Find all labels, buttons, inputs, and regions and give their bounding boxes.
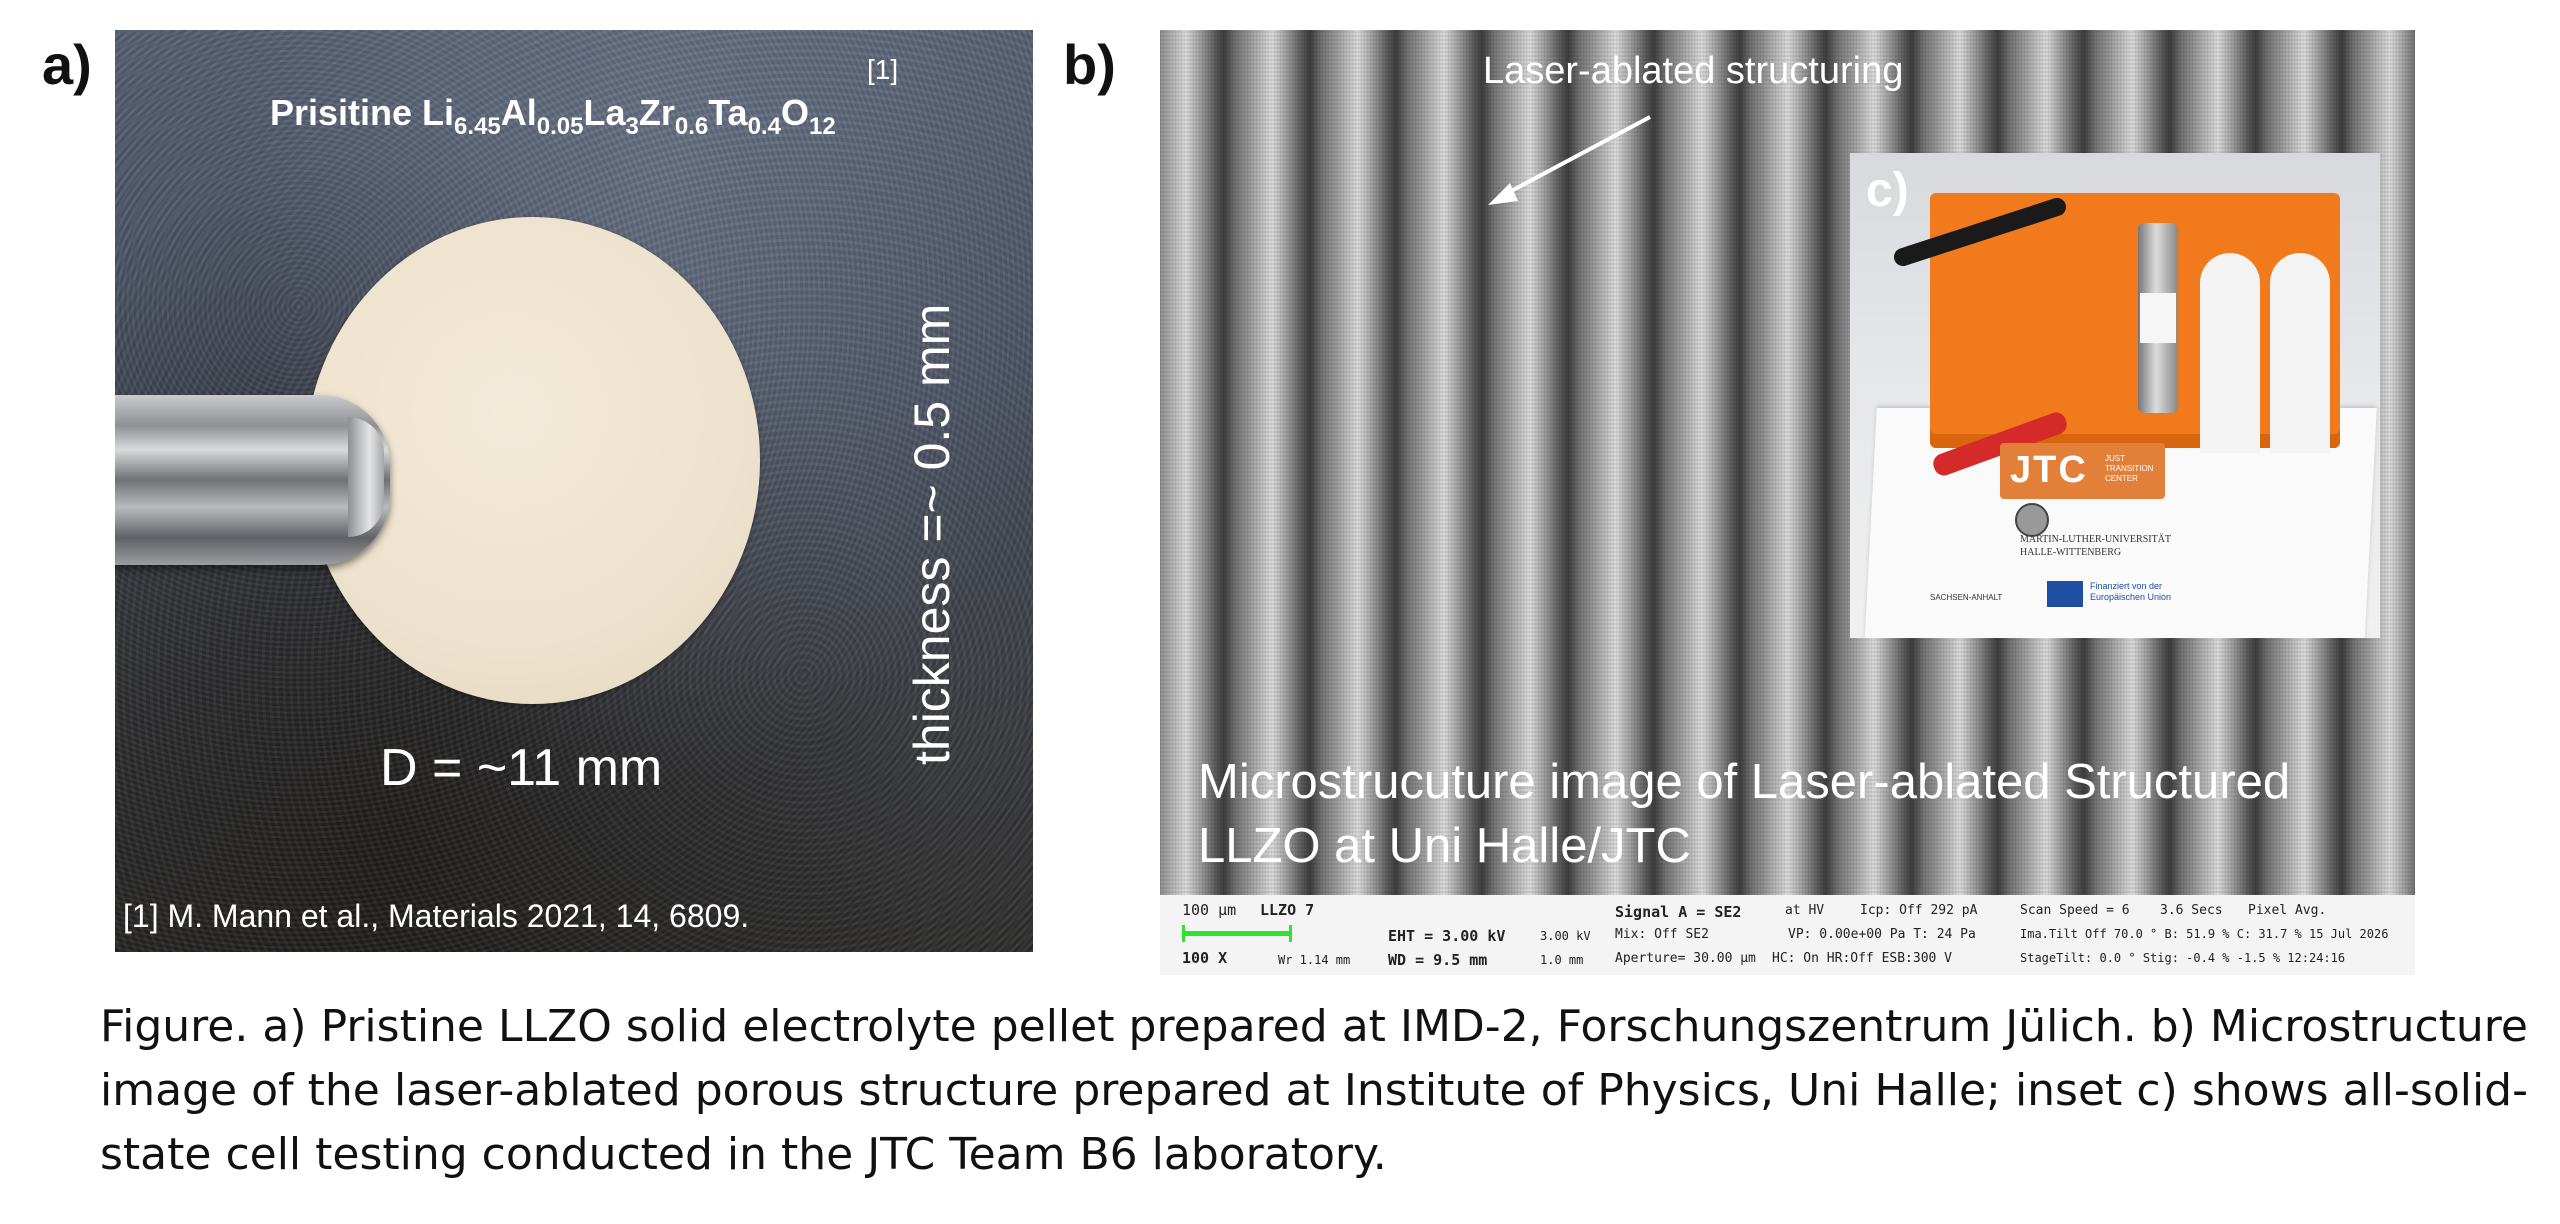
sem-wd: WD = 9.5 mm — [1388, 951, 1488, 969]
eu-flag-icon — [2047, 581, 2083, 607]
formula-subscript: 12 — [808, 113, 836, 140]
panel-c-label: c) — [1866, 164, 1909, 217]
formula-text: Prisitine Li — [270, 92, 455, 133]
sem-aperture: Aperture= 30.00 µm — [1615, 951, 1756, 966]
test-cell — [2138, 223, 2178, 413]
formula-subscript: 3 — [625, 113, 639, 140]
figure-caption: Figure. a) Pristine LLZO solid electroly… — [100, 1001, 2528, 1180]
sem-at-hv: at HV — [1785, 903, 1825, 918]
formula-subscript: 0.6 — [674, 113, 709, 140]
thickness-label: thickness =~ 0.5 mm — [904, 303, 960, 765]
panel-b-label: b) — [1063, 33, 1116, 96]
pellet-photo: Prisitine Li6.45Al0.05La3Zr0.6Ta0.4O12 [… — [115, 30, 1033, 952]
formula-subscript: 0.4 — [747, 113, 781, 140]
sem-eht-small: 3.00 kV — [1540, 929, 1591, 943]
sem-tilt: Ima.Tilt Off 70.0 ° B: 51.9 % C: 31.7 % … — [2020, 927, 2389, 941]
sem-wd2: 1.0 mm — [1540, 953, 1584, 967]
formula-text: La — [583, 92, 626, 133]
sem-hc: HC: On HR:Off ESB:300 V — [1772, 951, 1953, 966]
citation: [1] M. Mann et al., Materials 2021, 14, … — [123, 898, 750, 934]
diameter-label: D = ~11 mm — [380, 739, 663, 797]
formula-subscript: 0.05 — [536, 113, 584, 140]
scale-bar — [1182, 925, 1292, 942]
formula-text: Ta — [708, 92, 748, 133]
formula-text: O — [780, 92, 809, 133]
jtc-logo-subtext: JUST TRANSITION CENTER — [2105, 454, 2154, 483]
sem-signal: Signal A = SE2 — [1615, 903, 1742, 921]
sem-scale: 100 µm — [1182, 901, 1237, 919]
tweezer — [115, 395, 390, 565]
eu-funding-text: Finanziert von der Europäischen Union — [2090, 581, 2172, 602]
structuring-annotation: Laser-ablated structuring — [1483, 50, 1904, 92]
inset-cell-photo: JTC JUST TRANSITION CENTER MARTIN-LUTHER… — [1850, 153, 2380, 638]
university-name: MARTIN-LUTHER-UNIVERSITÄT HALLE-WITTENBE… — [2020, 534, 2172, 558]
sem-panel: Laser-ablated structuring Microstrucutur… — [1160, 30, 2415, 975]
sem-secs: 3.6 Secs — [2160, 903, 2223, 918]
sem-caption: Microstrucuture image of Laser-ablated S… — [1198, 755, 2291, 873]
composition-title: Prisitine Li6.45Al0.05La3Zr0.6Ta0.4O12 — [270, 92, 836, 141]
panel-a-label: a) — [42, 33, 92, 96]
jtc-logo-text: JTC — [2010, 449, 2088, 491]
university-seal — [2015, 503, 2049, 537]
sem-wd-small: Wr 1.14 mm — [1278, 953, 1351, 967]
sem-scan-speed: Scan Speed = 6 — [2020, 903, 2130, 918]
sem-stage: StageTilt: 0.0 ° Stig: -0.4 % -1.5 % 12:… — [2020, 951, 2346, 965]
sem-sample: LLZO 7 — [1260, 901, 1315, 919]
jtc-logo: JTC JUST TRANSITION CENTER — [2000, 443, 2165, 499]
sem-mix: Mix: Off SE2 — [1615, 927, 1709, 942]
sem-pixel: Pixel Avg. — [2248, 903, 2327, 918]
sem-vp: VP: 0.00e+00 Pa T: 24 Pa — [1788, 927, 1976, 942]
annotation-arrow — [1488, 115, 1651, 205]
sem-eht: EHT = 3.00 kV — [1388, 927, 1506, 945]
sem-image: Laser-ablated structuring Microstrucutur… — [1160, 30, 2415, 895]
sem-icp: Icp: Off 292 pA — [1860, 903, 1978, 918]
sem-info-bar: 100 µm LLZO 7 100 X Wr 1.14 mm EHT = 3.0… — [1160, 895, 2415, 975]
sem-mag: 100 X — [1182, 949, 1228, 967]
formula-text: Zr — [638, 92, 675, 133]
reference-marker: [1] — [867, 54, 899, 85]
sachsen-anhalt-logo: SACHSEN-ANHALT — [1930, 593, 2003, 602]
formula-text: Al — [500, 92, 537, 133]
formula-subscript: 6.45 — [454, 113, 501, 140]
